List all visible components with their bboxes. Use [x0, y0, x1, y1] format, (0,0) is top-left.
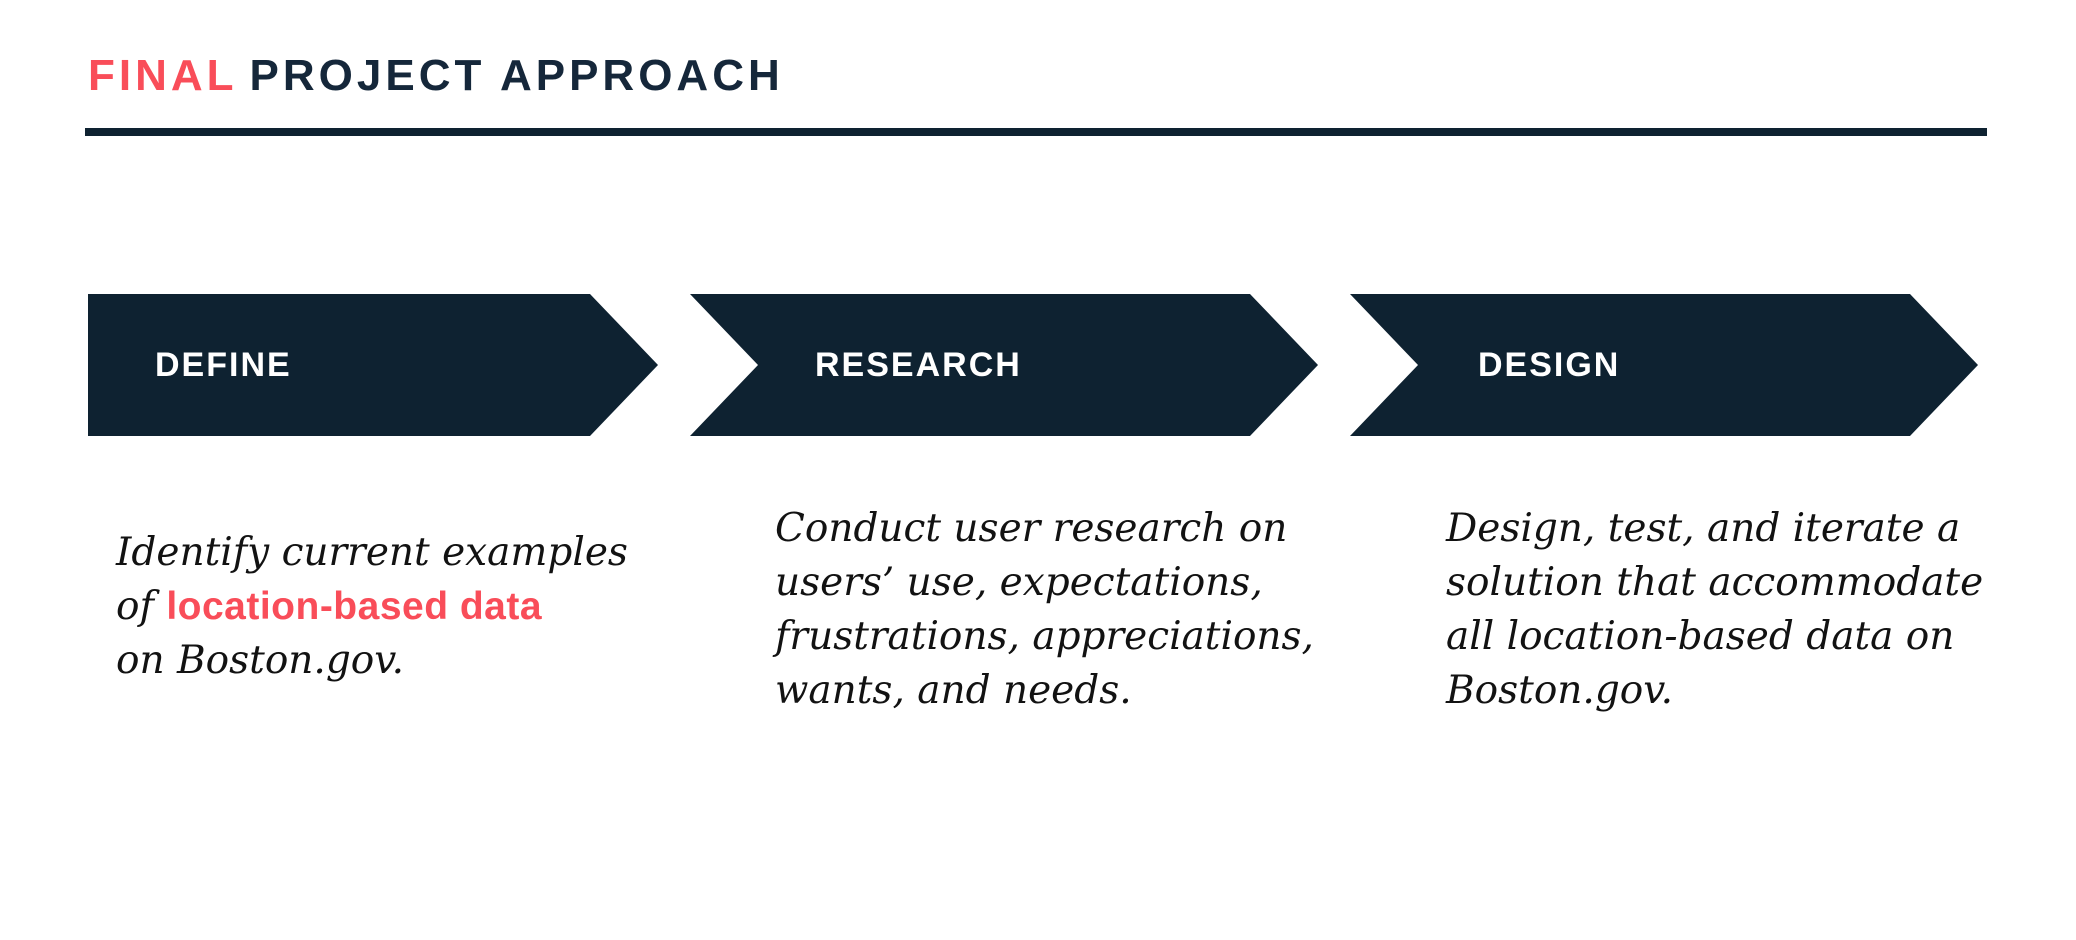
description-line: Boston.gov. [1446, 664, 2026, 718]
step-label-research: RESEARCH [815, 345, 1022, 384]
description-text: Identify current examples [116, 530, 628, 575]
description-text: Conduct user research on [775, 506, 1288, 551]
description-line: all location-based data on [1446, 610, 2026, 664]
step-description-research: Conduct user research on users’ use, expe… [775, 502, 1375, 718]
description-text: frustrations, appreciations, [775, 614, 1314, 659]
step-arrow-research: RESEARCH [690, 294, 1318, 436]
description-line: frustrations, appreciations, [775, 610, 1375, 664]
description-line: of location-based data [116, 580, 676, 634]
description-text: users’ use, expectations, [775, 560, 1263, 605]
step-description-design: Design, test, and iterate a solution that… [1446, 502, 2026, 718]
description-text: solution that accommodate [1446, 560, 1984, 605]
description-text: of [116, 584, 167, 629]
description-line: Identify current examples [116, 526, 676, 580]
title-rule [85, 128, 1987, 136]
step-arrow-define: DEFINE [88, 294, 658, 436]
description-text: all location-based data on [1446, 614, 1955, 659]
title-highlight: FINAL [88, 51, 238, 100]
step-label-design: DESIGN [1478, 345, 1621, 384]
accent-text: location-based data [166, 585, 543, 628]
step-arrow-design: DESIGN [1350, 294, 1978, 436]
description-text: Boston.gov. [1446, 668, 1674, 713]
description-text: Design, test, and iterate a [1446, 506, 1961, 551]
title-rest: PROJECT APPROACH [249, 51, 784, 100]
description-line: Design, test, and iterate a [1446, 502, 2026, 556]
step-label-define: DEFINE [155, 345, 292, 384]
description-line: wants, and needs. [775, 664, 1375, 718]
description-line: solution that accommodate [1446, 556, 2026, 610]
description-text: on Boston.gov. [116, 638, 405, 683]
description-text: wants, and needs. [775, 668, 1132, 713]
description-line: Conduct user research on [775, 502, 1375, 556]
description-line: users’ use, expectations, [775, 556, 1375, 610]
description-line: on Boston.gov. [116, 634, 676, 688]
step-description-define: Identify current examples of location-bas… [116, 526, 676, 688]
